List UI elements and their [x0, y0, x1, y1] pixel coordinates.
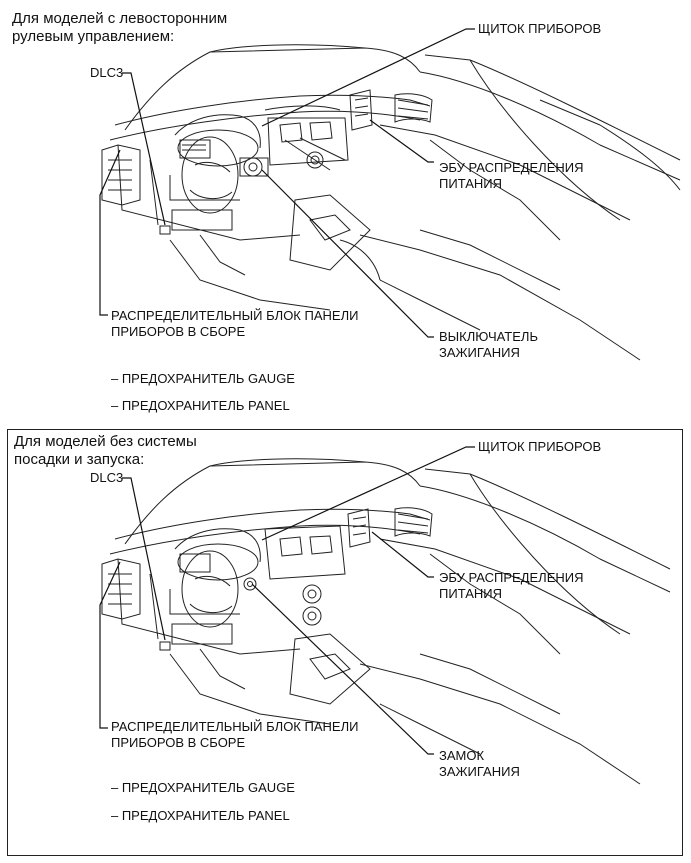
combination-meter-label: ЩИТОК ПРИБОРОВ: [478, 21, 602, 36]
dashboard-illustration-lhd: [99, 28, 681, 361]
panel-heading-lhd: Для моделей с левосторонним рулевым упра…: [12, 10, 228, 45]
dlc3-label: DLC3: [90, 65, 124, 80]
panel-heading-no-smart: Для моделей без системы посадки и запуск…: [14, 433, 197, 468]
power-distribution-ecu-label: ЭБУ РАСПРЕДЕЛЕНИЯ ПИТАНИЯ: [439, 160, 584, 191]
dlc3-label: DLC3: [90, 470, 124, 485]
fuse-gauge-label: – ПРЕДОХРАНИТЕЛЬ GAUGE: [111, 371, 295, 386]
fuse-gauge-label: – ПРЕДОХРАНИТЕЛЬ GAUGE: [111, 780, 295, 795]
ignition-lock-label: ЗАМОК ЗАЖИГАНИЯ: [439, 748, 520, 779]
panel-no-smart-frame: [7, 429, 683, 856]
instrument-panel-junction-block-label: РАСПРЕДЕЛИТЕЛЬНЫЙ БЛОК ПАНЕЛИ ПРИБОРОВ В…: [111, 719, 359, 750]
power-distribution-ecu-label: ЭБУ РАСПРЕДЕЛЕНИЯ ПИТАНИЯ: [439, 570, 584, 601]
fuse-panel-label: – ПРЕДОХРАНИТЕЛЬ PANEL: [111, 808, 290, 823]
combination-meter-label: ЩИТОК ПРИБОРОВ: [478, 439, 602, 454]
ignition-switch-label: ВЫКЛЮЧАТЕЛЬ ЗАЖИГАНИЯ: [439, 329, 538, 360]
instrument-panel-junction-block-label: РАСПРЕДЕЛИТЕЛЬНЫЙ БЛОК ПАНЕЛИ ПРИБОРОВ В…: [111, 308, 359, 339]
fuse-panel-label: – ПРЕДОХРАНИТЕЛЬ PANEL: [111, 398, 290, 413]
